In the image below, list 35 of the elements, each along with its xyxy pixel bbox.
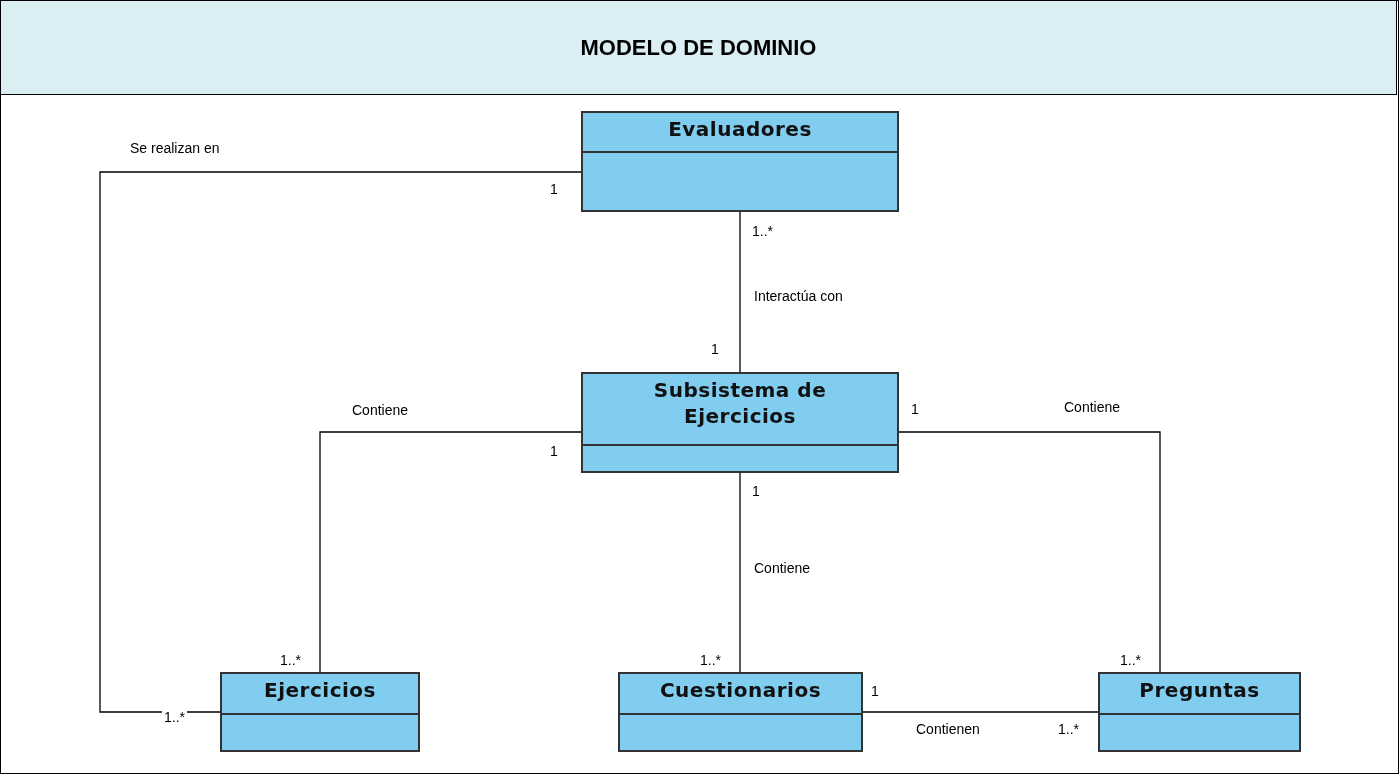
multiplicity-label: 1..* — [1056, 721, 1081, 737]
edge-label: Contiene — [1062, 399, 1123, 415]
edge-label: Interactúa con — [752, 288, 845, 304]
multiplicity-label: 1 — [909, 401, 921, 417]
multiplicity-label: 1 — [750, 483, 762, 499]
association-line — [898, 431, 1161, 673]
class-box — [220, 672, 420, 752]
association-line — [739, 211, 741, 373]
edge-label: Contiene — [752, 560, 813, 576]
class-name: Preguntas — [1138, 677, 1261, 704]
class-name: Subsistema de Ejercicios — [652, 377, 828, 430]
multiplicity-label: 1..* — [750, 223, 775, 239]
title: MODELO DE DOMINIO — [0, 0, 1397, 95]
multiplicity-label: 1..* — [698, 652, 723, 668]
class-name: Evaluadores — [667, 116, 813, 143]
multiplicity-label: 1 — [869, 683, 881, 699]
class-box — [581, 372, 899, 473]
association-line — [99, 171, 582, 713]
multiplicity-label: 1..* — [278, 652, 303, 668]
edge-label: Se realizan en — [128, 140, 222, 156]
class-box — [618, 672, 863, 752]
multiplicity-label: 1..* — [162, 709, 187, 725]
association-line — [862, 711, 1099, 713]
class-name: Ejercicios — [263, 677, 377, 704]
multiplicity-label: 1..* — [1118, 652, 1143, 668]
class-box — [581, 111, 899, 212]
multiplicity-label: 1 — [548, 443, 560, 459]
multiplicity-label: 1 — [548, 181, 560, 197]
edge-label: Contienen — [914, 721, 982, 737]
class-box — [1098, 672, 1301, 752]
multiplicity-label: 1 — [709, 341, 721, 357]
association-line — [319, 431, 582, 673]
class-name: Cuestionarios — [658, 677, 823, 704]
association-line — [739, 472, 741, 673]
edge-label: Contiene — [350, 402, 411, 418]
